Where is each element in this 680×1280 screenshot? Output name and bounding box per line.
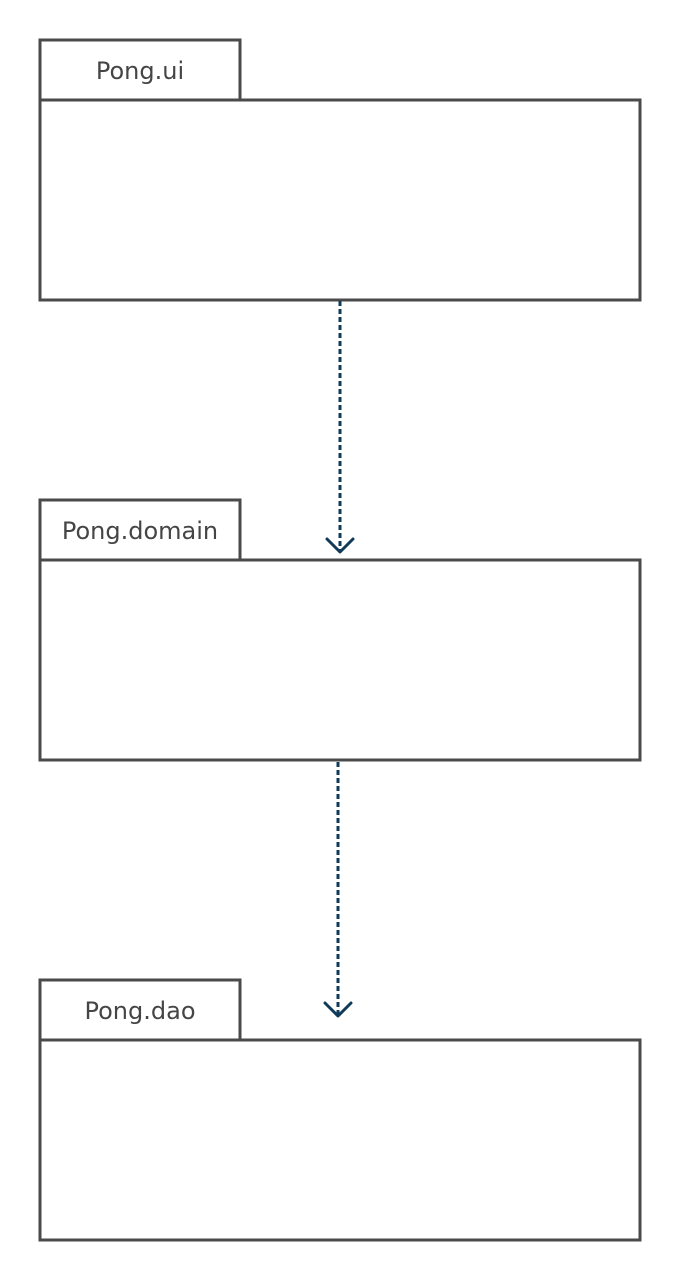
dependency-ui-to-domain-arrowhead — [325, 537, 355, 554]
package-ui[interactable]: Pong.ui — [38, 38, 642, 302]
package-ui-label: Pong.ui — [96, 57, 184, 85]
package-domain[interactable]: Pong.domain — [38, 498, 642, 762]
dependency-domain-to-dao[interactable] — [323, 762, 353, 1018]
package-domain-label: Pong.domain — [62, 517, 218, 545]
dependency-domain-to-dao-arrowhead — [323, 1001, 353, 1018]
dependency-ui-to-domain[interactable] — [325, 301, 355, 554]
package-domain-tab — [38, 498, 242, 562]
package-ui-tab — [38, 38, 242, 102]
package-ui-body — [38, 98, 642, 302]
package-domain-body — [38, 558, 642, 762]
package-dao-label: Pong.dao — [85, 997, 196, 1025]
package-dao-body — [38, 1038, 642, 1242]
package-dao[interactable]: Pong.dao — [38, 978, 642, 1242]
